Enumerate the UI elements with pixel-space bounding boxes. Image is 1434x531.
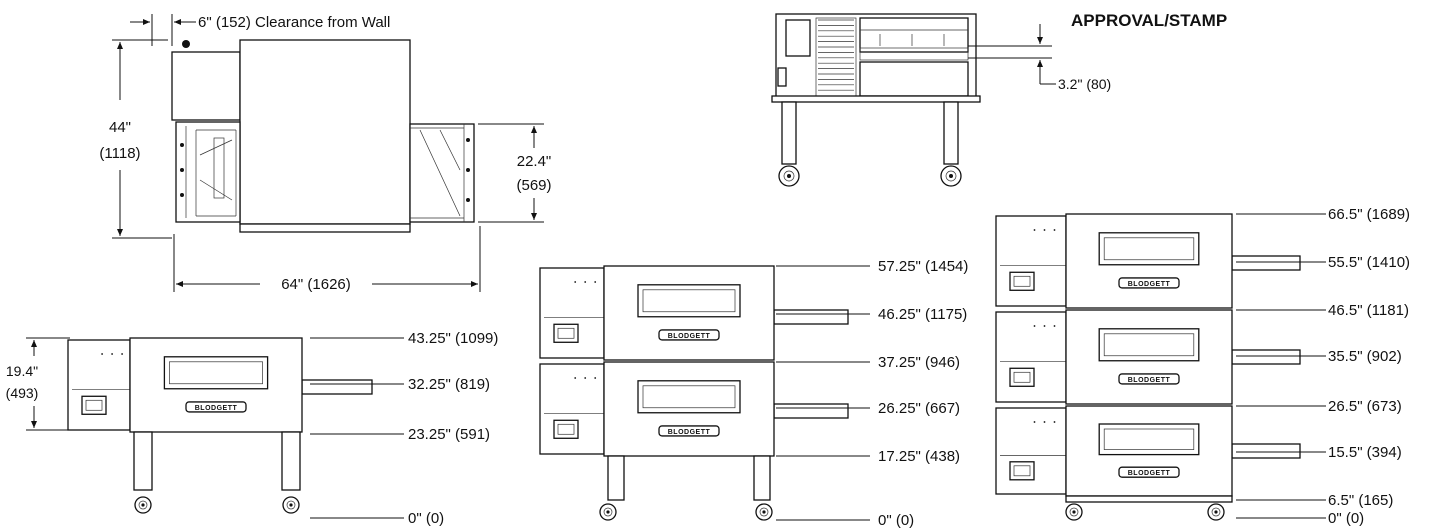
triple-mark-label: 15.5" (394)	[1328, 444, 1402, 461]
brand-plate	[658, 329, 720, 341]
conveyor-belt	[773, 309, 849, 325]
double-mark-label: 26.25" (667)	[878, 400, 960, 417]
oven-window	[1098, 423, 1200, 456]
base	[1065, 495, 1233, 503]
brand-label: BLODGETT	[1128, 377, 1171, 384]
conveyor-belt	[1231, 443, 1301, 459]
caster	[599, 503, 617, 521]
single-mark-label: 23.25" (591)	[408, 426, 490, 443]
front-view: 3.2" (80)	[771, 13, 1111, 187]
side-panel	[995, 407, 1067, 495]
triple-mark-label: 46.5" (1181)	[1328, 302, 1409, 319]
brand-label: BLODGETT	[668, 333, 711, 340]
brand-label: BLODGETT	[195, 405, 238, 412]
leg	[133, 431, 153, 491]
single-side-in: 19.4"	[6, 363, 38, 379]
conveyor-belt	[301, 379, 373, 395]
control-panel	[1009, 271, 1035, 291]
control-panel	[553, 323, 579, 343]
caster	[1065, 503, 1083, 521]
double-mark-label: 0" (0)	[878, 512, 914, 529]
side-panel	[539, 363, 605, 455]
double-mark-label: 46.25" (1175)	[878, 306, 967, 323]
front-caster-right	[940, 165, 962, 187]
length-label: 64" (1626)	[281, 276, 351, 293]
caster	[134, 496, 152, 514]
leg	[281, 431, 301, 491]
brand-label: BLODGETT	[1128, 470, 1171, 477]
brand-label: BLODGETT	[668, 429, 711, 436]
top-height-in: 44"	[109, 119, 131, 136]
belt-gap-label: 3.2" (80)	[1058, 76, 1111, 92]
approval-stamp-label: APPROVAL/STAMP	[1071, 11, 1227, 30]
side-panel	[67, 339, 131, 431]
clearance-label: 6" (152) Clearance from Wall	[198, 14, 390, 31]
control-panel	[81, 395, 107, 415]
brand-plate	[658, 425, 720, 437]
brand-plate	[1118, 373, 1180, 385]
double-mark-label: 37.25" (946)	[878, 354, 960, 371]
control-panel	[1009, 461, 1035, 481]
leg	[607, 455, 625, 501]
side-panel	[995, 215, 1067, 307]
control-panel	[553, 419, 579, 439]
belt-width-in: 22.4"	[517, 153, 552, 170]
single-mark-label: 43.25" (1099)	[408, 330, 498, 347]
brand-label: BLODGETT	[1128, 281, 1171, 288]
top-view: 6" (152) Clearance from Wall	[99, 14, 552, 293]
caster	[282, 496, 300, 514]
top-height-mm: (1118)	[99, 145, 140, 162]
belt-width-mm: (569)	[516, 177, 551, 194]
single-oven: 19.4" (493)	[6, 337, 70, 431]
single-mark-label: 0" (0)	[408, 510, 444, 527]
conveyor-belt	[1231, 349, 1301, 365]
caster	[1207, 503, 1225, 521]
control-panel	[1009, 367, 1035, 387]
triple-oven: BLODGETT BLODGETT BLODGETT 66.5" (1689) 55.5…	[995, 206, 1410, 527]
triple-mark-label: 55.5" (1410)	[1328, 254, 1410, 271]
single-side-mm: (493)	[6, 385, 39, 401]
caster	[755, 503, 773, 521]
leg	[753, 455, 771, 501]
side-panel	[995, 311, 1067, 403]
side-panel	[539, 267, 605, 359]
triple-mark-label: 35.5" (902)	[1328, 348, 1402, 365]
brand-plate	[1118, 466, 1180, 478]
triple-mark-label: 26.5" (673)	[1328, 398, 1402, 415]
conveyor-belt	[1231, 255, 1301, 271]
double-oven: BLODGETT BLODGETT 57.25" (1454) 46.25" (117…	[539, 258, 968, 529]
triple-mark-label: 66.5" (1689)	[1328, 206, 1410, 223]
conveyor-belt	[773, 403, 849, 419]
front-caster-left	[778, 165, 800, 187]
triple-mark-label: 6.5" (165)	[1328, 492, 1393, 509]
double-mark-label: 57.25" (1454)	[878, 258, 968, 275]
double-mark-label: 17.25" (438)	[878, 448, 960, 465]
brand-plate	[185, 401, 247, 413]
triple-mark-label: 0" (0)	[1328, 510, 1364, 527]
brand-plate	[1118, 277, 1180, 289]
single-mark-label: 32.25" (819)	[408, 376, 490, 393]
